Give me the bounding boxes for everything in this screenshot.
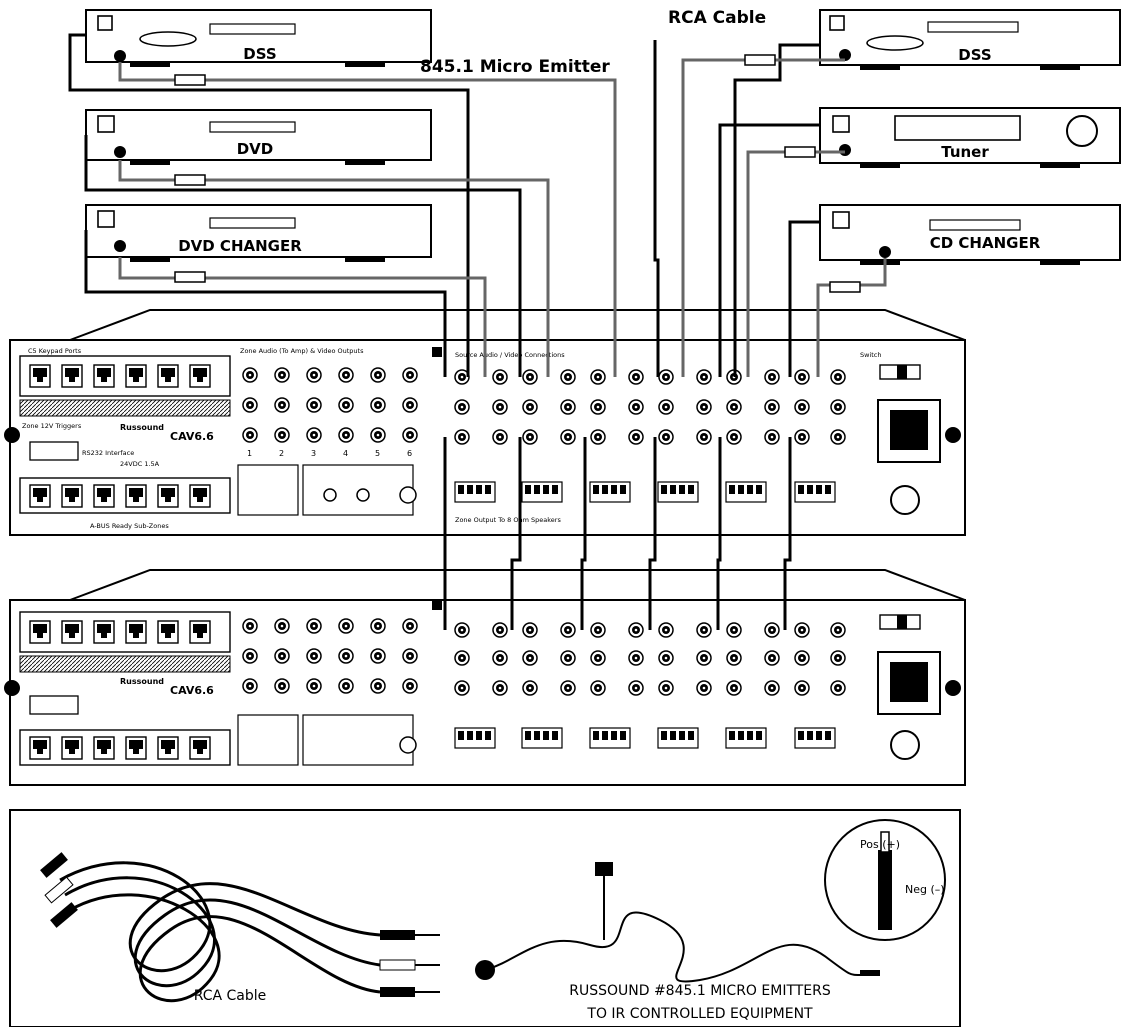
cd-changer-label: CD CHANGER [930, 234, 1041, 252]
dvd-label: DVD [237, 140, 274, 158]
pos-label: Pos (+) [860, 838, 900, 851]
model-label-2: CAV6.6 [170, 684, 214, 697]
dvd-changer-device: DVD CHANGER [86, 205, 431, 262]
zone-outputs-label: Zone Output To 8 Ohm Speakers [455, 516, 561, 524]
inset-emitter-line1: RUSSOUND #845.1 MICRO EMITTERS [569, 983, 831, 999]
dss-left-label: DSS [243, 45, 276, 63]
inset-emitter-line2: TO IR CONTROLLED EQUIPMENT [586, 1006, 813, 1022]
dss-right-device: DSS [820, 10, 1120, 70]
keypad-ports-label: C5 Keypad Ports [28, 347, 82, 355]
rca-cable-label: RCA Cable [668, 8, 766, 28]
zone-num: 2 [279, 449, 284, 458]
model-label-1: CAV6.6 [170, 430, 214, 443]
switch-label: Switch [860, 351, 882, 359]
neg-label: Neg (–) [905, 883, 945, 896]
zone-num: 4 [343, 449, 348, 458]
abus-label: A-BUS Ready Sub-Zones [90, 522, 169, 530]
zone-12v-label: Zone 12V Triggers [22, 422, 82, 430]
zone-num: 3 [311, 449, 316, 458]
dss-right-label: DSS [958, 46, 991, 64]
inset-rca-label: RCA Cable [194, 988, 267, 1004]
rs232-label: RS232 Interface [82, 449, 134, 457]
dvd-changer-label: DVD CHANGER [178, 237, 302, 255]
tuner-device: Tuner [820, 108, 1120, 168]
legend-inset: RCA Cable RUSSOUND #845.1 MICRO EMITTERS… [10, 810, 960, 1027]
dss-left-device: DSS [86, 10, 431, 67]
rack-unit-2: Russound CAV6.6 [4, 570, 965, 785]
zone-num: 1 [247, 449, 252, 458]
dvd-device: DVD [86, 110, 431, 165]
power-label: 24VDC 1.5A [120, 460, 160, 468]
micro-emitter-label: 845.1 Micro Emitter [420, 57, 610, 77]
brand-label-1: Russound [120, 423, 164, 432]
zone-num: 6 [407, 449, 412, 458]
cd-changer-device: CD CHANGER [820, 205, 1120, 265]
zone-audio-label: Zone Audio (To Amp) & Video Outputs [240, 347, 364, 355]
zone-num: 5 [375, 449, 380, 458]
brand-label-2: Russound [120, 677, 164, 686]
tuner-label: Tuner [941, 143, 989, 161]
